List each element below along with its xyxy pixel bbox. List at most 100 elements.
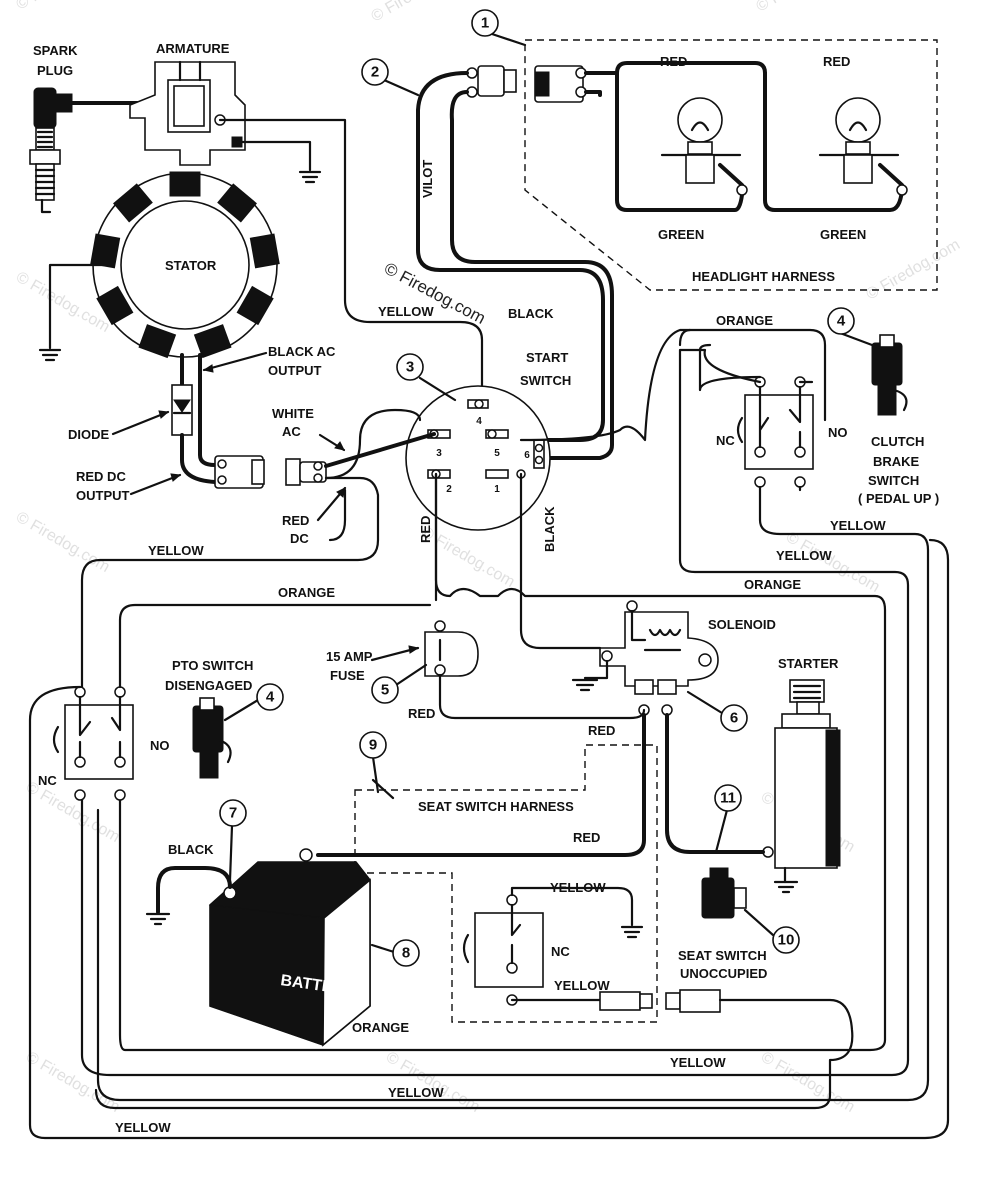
seat-unoccupied-label: SEAT SWITCH — [678, 948, 767, 963]
stator-connector — [214, 455, 265, 489]
switch-loop — [324, 408, 422, 480]
start-switch-label: START — [526, 350, 568, 365]
start-switch: 4 3 5 6 2 1 — [405, 385, 551, 531]
svg-text:4: 4 — [266, 689, 275, 706]
yellow-clutch-label: YELLOW — [776, 548, 832, 563]
pointer-arrow — [158, 410, 170, 419]
starter-cable — [665, 713, 765, 854]
red-battery-label: RED — [573, 830, 600, 845]
red-dc-output-wire — [180, 433, 217, 484]
seat-switch-connector — [665, 989, 721, 1013]
fuse — [424, 620, 479, 677]
black-ac-label: OUTPUT — [268, 363, 322, 378]
battery-positive-cable — [316, 713, 646, 857]
solenoid-ground-post — [601, 650, 613, 662]
svg-text:11: 11 — [720, 790, 736, 807]
white-ac-wire — [324, 432, 436, 468]
headlight-ground — [584, 90, 602, 97]
fuse-label: 15 AMP — [326, 649, 373, 664]
watermark: © Firedog.com — [14, 0, 114, 13]
callout-10: 10 — [743, 908, 800, 954]
seat-switch-icon — [701, 867, 747, 919]
armature-yellow-wire — [218, 118, 484, 404]
callout-4-clutch: 4 — [827, 307, 882, 350]
watermark: © Firedog.com — [864, 236, 964, 303]
red-solenoid-label: RED — [588, 723, 615, 738]
ground-symbol — [571, 678, 599, 692]
solenoid-label: SOLENOID — [708, 617, 776, 632]
watermark: © Firedog.com — [23, 779, 123, 846]
red-vertical-label: RED — [418, 516, 433, 543]
starter-motor — [762, 679, 841, 869]
black-vertical-label: BLACK — [542, 506, 557, 552]
svg-text:8: 8 — [402, 945, 410, 962]
watermark: © Firedog.com — [383, 1049, 483, 1116]
clutch-label: SWITCH — [868, 473, 919, 488]
spark-plug — [29, 87, 73, 214]
white-ac-label: WHITE — [272, 406, 314, 421]
headlight-bulb-2 — [818, 97, 908, 196]
clutch-wire-a — [698, 343, 762, 392]
svg-text:7: 7 — [229, 805, 237, 822]
battery-negative-cable — [156, 866, 232, 914]
seat-harness-switch — [462, 894, 544, 1006]
pointer-arrow — [336, 487, 346, 498]
terminal-label: 5 — [494, 448, 500, 459]
svg-text:4: 4 — [837, 313, 846, 330]
yellow-bottom-label: YELLOW — [670, 1055, 726, 1070]
pto-orange-wire — [118, 603, 432, 689]
ground-symbol — [145, 912, 171, 926]
pto-no-label: NO — [150, 738, 170, 753]
watermark: © Firedog.com — [13, 509, 113, 576]
orange-main-wire — [118, 472, 887, 1052]
pointer-arrow — [202, 364, 214, 373]
stator-ground-wire — [48, 263, 107, 350]
terminal-label: 2 — [446, 484, 452, 495]
start-switch-label: SWITCH — [520, 373, 571, 388]
clutch-wire-b — [678, 328, 814, 384]
red-fuse-wire — [438, 673, 646, 720]
callout-6: 6 — [686, 690, 748, 732]
seat-switch-yellow-wire — [94, 998, 854, 1110]
watermark: © Firedog.com — [369, 0, 469, 25]
ground-symbol — [298, 170, 322, 184]
vilot-label: VILOT — [420, 160, 435, 198]
black-top-label: BLACK — [508, 306, 554, 321]
callout-8: 8 — [370, 939, 420, 967]
pointer-arrow — [334, 441, 345, 451]
solenoid — [599, 600, 719, 716]
headlight-feed-connector — [466, 65, 517, 98]
black-ac-wire — [198, 353, 217, 467]
stator: STATOR — [90, 171, 280, 359]
terminal-label: 4 — [476, 416, 482, 427]
pto-switch — [52, 686, 134, 801]
battery: BATTERY — [208, 848, 371, 1047]
red-dc-label: DC — [290, 531, 309, 546]
callout-4-pto: 4 — [223, 683, 284, 722]
bulb-2-lead — [878, 163, 904, 187]
black-ac-pointer — [202, 351, 268, 372]
fuse-label: FUSE — [330, 668, 365, 683]
headlight-red-label: RED — [823, 54, 850, 69]
orange-mid-label: ORANGE — [278, 585, 335, 600]
clutch-no-label: NO — [828, 425, 848, 440]
bulb-1-lead — [718, 163, 744, 187]
yellow-clutch-label: YELLOW — [830, 518, 886, 533]
headlight-red-label: RED — [660, 54, 687, 69]
svg-text:5: 5 — [381, 682, 389, 699]
watermark: © Firedog.com — [754, 0, 854, 15]
terminal-label: 1 — [494, 484, 500, 495]
yellow-seat-label: YELLOW — [550, 880, 606, 895]
headlight-harness-label: HEADLIGHT HARNESS — [692, 269, 835, 284]
callout-11: 11 — [714, 784, 742, 854]
headlight-green-wire-2 — [763, 71, 904, 212]
pto-label: DISENGAGED — [165, 678, 252, 693]
yellow-seat-label: YELLOW — [554, 978, 610, 993]
stator-label: STATOR — [165, 258, 217, 273]
pto-nc-label: NC — [38, 773, 57, 788]
armature — [129, 60, 246, 166]
callout-7: 7 — [219, 799, 247, 882]
headlight-bulb-1 — [660, 97, 748, 196]
yellow-bottom-label: YELLOW — [388, 1085, 444, 1100]
ground-symbol — [38, 348, 62, 362]
